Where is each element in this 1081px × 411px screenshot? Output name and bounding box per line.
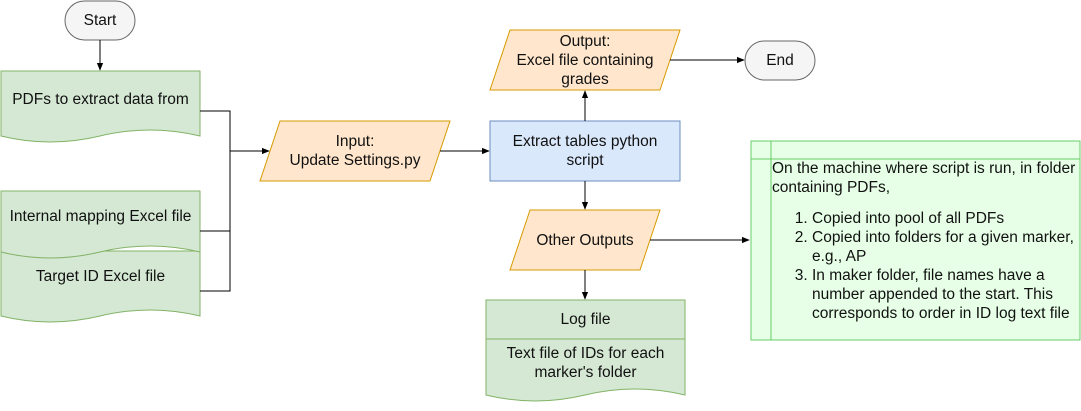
script-process [489,120,681,182]
edges [96,40,750,300]
output-parallelogram [489,29,681,91]
note-item: Copied into pool of all PDFs [812,209,1078,228]
script-label: Extract tables python script [512,133,658,169]
edge-pdfs-merge [200,110,231,151]
log-file-label: Log file [560,310,611,328]
id-text-document [485,333,686,402]
note-item: Copied into folders for a given marker, … [812,228,1078,266]
internal-mapping-document [0,190,201,259]
input-parallelogram [259,120,451,182]
note-container [750,140,1081,341]
note-intro: On the machine where script is run, in f… [772,160,1076,196]
input-label: Input: Update Settings.py [289,133,421,169]
end-terminal [744,40,816,81]
pdfs-label: PDFs to extract data from [12,90,189,108]
note-list: Copied into pool of all PDFs Copied into… [772,209,1078,323]
note-text: On the machine where script is run, in f… [772,159,1078,323]
edge-internal-merge [200,151,231,232]
other-outputs-parallelogram [509,209,661,271]
output-label: Output: Excel file containing grades [516,32,654,88]
end-label: End [766,52,794,69]
pdfs-document [0,70,201,143]
edge-target-merge [200,231,231,292]
other-outputs-label: Other Outputs [536,231,634,249]
target-id-label: Target ID Excel file [35,267,166,285]
internal-mapping-label: Internal mapping Excel file [9,207,192,225]
id-text-file-label: Text file of IDs for each marker's folde… [506,345,665,381]
note-item: In maker folder, file names have a numbe… [812,266,1078,323]
start-label: Start [83,12,117,29]
target-id-document [0,250,201,323]
log-file-document [485,299,686,340]
